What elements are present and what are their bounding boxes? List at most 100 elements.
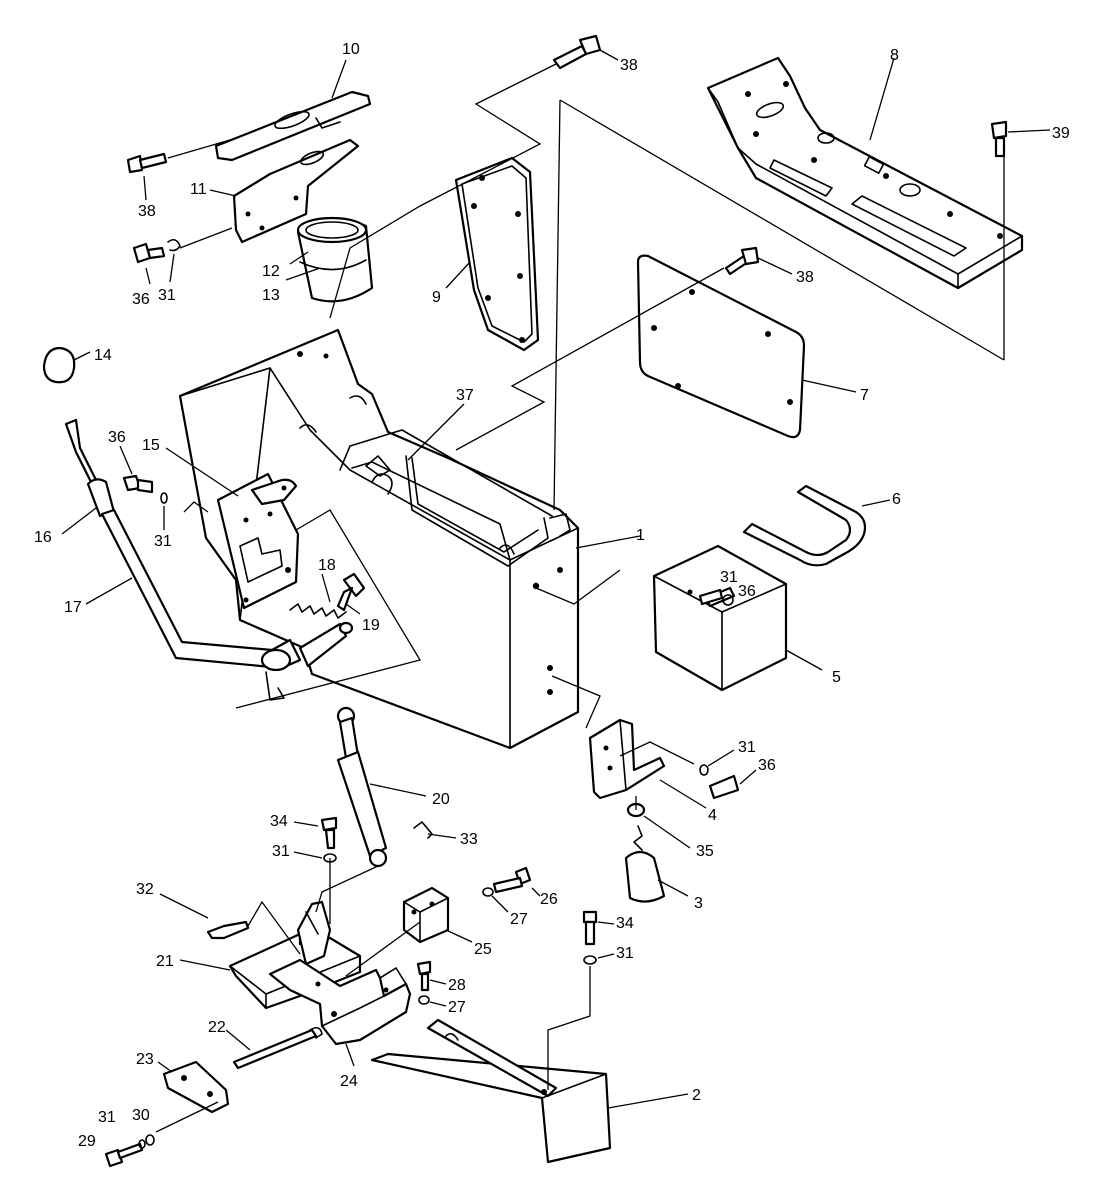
callout-35: 35 bbox=[696, 843, 714, 860]
part-31-washer-lever bbox=[160, 492, 168, 530]
callout-10: 10 bbox=[342, 41, 360, 58]
callout-27-top: 27 bbox=[510, 911, 528, 928]
callout-20: 20 bbox=[432, 791, 450, 808]
part-23-link-plate bbox=[157, 1060, 230, 1114]
callout-30: 30 bbox=[132, 1107, 150, 1124]
callout-34-left: 34 bbox=[270, 813, 288, 830]
part-38-bolt-right bbox=[724, 246, 793, 276]
part-36-bolt-bracket bbox=[708, 769, 757, 800]
callout-31-bracket11: 31 bbox=[158, 287, 176, 304]
part-36-bolt-bracket11 bbox=[132, 242, 166, 285]
assembly-lines bbox=[183, 63, 1005, 1090]
part-34-bolt-right bbox=[582, 910, 615, 946]
part-8-mounting-bracket bbox=[706, 56, 1024, 290]
callout-36-battery: 36 bbox=[738, 583, 756, 600]
part-19-bolt bbox=[336, 572, 366, 615]
part-5-battery bbox=[652, 544, 823, 692]
callout-33: 33 bbox=[460, 831, 478, 848]
callout-38-left: 38 bbox=[138, 203, 156, 220]
callout-22: 22 bbox=[208, 1019, 226, 1036]
callout-31-battery: 31 bbox=[720, 569, 738, 586]
part-37-spring bbox=[371, 403, 465, 495]
part-22-long-pin bbox=[225, 1026, 323, 1070]
callout-31-left: 31 bbox=[272, 843, 290, 860]
callout-6: 6 bbox=[892, 491, 901, 508]
part-16-17-shift-lever bbox=[61, 418, 348, 701]
callout-29: 29 bbox=[78, 1133, 96, 1150]
callout-7: 7 bbox=[860, 387, 869, 404]
callout-27-bottom: 27 bbox=[448, 999, 466, 1016]
part-4-angle-bracket bbox=[588, 718, 707, 809]
part-1-console-housing bbox=[178, 328, 641, 750]
part-18-spring bbox=[289, 573, 354, 635]
part-24-clevis-bracket bbox=[268, 958, 412, 1067]
part-28-bolt bbox=[416, 960, 447, 992]
part-14-knob bbox=[42, 346, 91, 384]
callout-28: 28 bbox=[448, 977, 466, 994]
part-20-gas-spring bbox=[336, 706, 427, 868]
part-29-bolt bbox=[104, 1142, 144, 1168]
callout-11: 11 bbox=[190, 181, 207, 198]
callout-8: 8 bbox=[890, 47, 899, 64]
part-31-washer-right bbox=[583, 953, 615, 965]
callout-16: 16 bbox=[34, 529, 52, 546]
callout-9: 9 bbox=[432, 289, 441, 306]
part-3-rubber-foot bbox=[624, 825, 689, 903]
callout-36-lever: 36 bbox=[108, 429, 126, 446]
callout-18: 18 bbox=[318, 557, 336, 574]
part-9-side-panel bbox=[445, 156, 540, 352]
callout-34-right: 34 bbox=[616, 915, 634, 932]
part-38-bolt-top bbox=[552, 34, 619, 70]
part-31-washer-bracket bbox=[699, 749, 735, 776]
callout-14: 14 bbox=[94, 347, 112, 364]
part-36-bolt-lever bbox=[119, 445, 154, 494]
callout-5: 5 bbox=[832, 669, 841, 686]
callout-15: 15 bbox=[142, 437, 160, 454]
part-2-pedal bbox=[370, 1018, 689, 1164]
callout-31-bracket: 31 bbox=[738, 739, 756, 756]
callout-32: 32 bbox=[136, 881, 154, 898]
callout-13: 13 bbox=[262, 287, 280, 304]
callout-24: 24 bbox=[340, 1073, 358, 1090]
part-39-bolt bbox=[990, 120, 1051, 158]
callout-36-bracket11: 36 bbox=[132, 291, 150, 308]
callout-4: 4 bbox=[708, 807, 717, 824]
callout-3: 3 bbox=[694, 895, 703, 912]
part-27-washer-top bbox=[482, 887, 509, 913]
part-36-bolt-battery bbox=[698, 588, 734, 606]
part-38-bolt-left bbox=[126, 139, 231, 201]
callout-31-bottom: 31 bbox=[98, 1109, 116, 1126]
part-12-13-boot bbox=[285, 216, 374, 303]
callout-38-top: 38 bbox=[620, 57, 638, 74]
part-31-washer-bottom bbox=[138, 1101, 219, 1149]
part-27-washer-bottom bbox=[418, 995, 447, 1007]
callout-25: 25 bbox=[474, 941, 492, 958]
part-31-washer-bracket11 bbox=[167, 227, 233, 283]
part-10-top-plate bbox=[214, 59, 372, 162]
callout-12: 12 bbox=[262, 263, 280, 280]
part-11-bracket bbox=[209, 138, 360, 244]
part-25-block bbox=[402, 886, 473, 944]
part-15-pivot-plate bbox=[165, 447, 300, 610]
part-30-washer bbox=[145, 1134, 155, 1146]
callout-17: 17 bbox=[64, 599, 82, 616]
callout-1: 1 bbox=[636, 527, 645, 544]
callout-19: 19 bbox=[362, 617, 380, 634]
part-34-bolt-left bbox=[293, 816, 338, 850]
part-26-bolt bbox=[492, 866, 541, 897]
callout-37: 37 bbox=[456, 387, 474, 404]
callout-31-lever: 31 bbox=[154, 533, 172, 550]
callout-23: 23 bbox=[136, 1051, 154, 1068]
part-32-pin bbox=[159, 893, 250, 940]
part-7-cover-plate bbox=[636, 254, 857, 439]
part-33-pin bbox=[413, 821, 457, 839]
callout-38-right: 38 bbox=[796, 269, 814, 286]
callout-labels: 1 2 3 4 5 6 7 8 9 10 11 12 13 14 15 16 1… bbox=[34, 41, 1070, 1150]
callout-21: 21 bbox=[156, 953, 174, 970]
callout-39: 39 bbox=[1052, 125, 1070, 142]
callout-2: 2 bbox=[692, 1087, 701, 1104]
callout-26: 26 bbox=[540, 891, 558, 908]
part-6-hex-key bbox=[742, 484, 891, 567]
